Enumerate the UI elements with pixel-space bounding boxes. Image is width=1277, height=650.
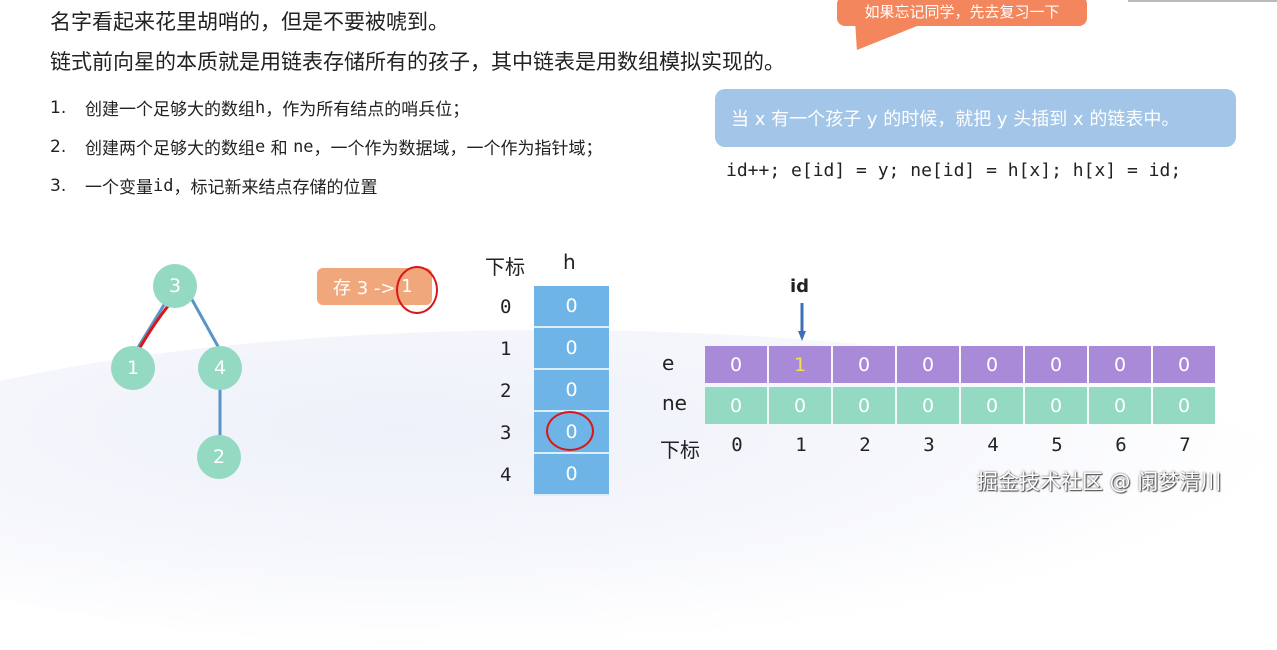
step-number: 1. [50, 97, 67, 118]
top-edge-bar [1128, 0, 1277, 2]
e-cell: 0 [833, 346, 895, 383]
store-tag-prefix: 存 3 -> [333, 277, 402, 299]
tree-node: 4 [198, 346, 242, 390]
speech-bubble: 如果忘记同学，先去复习一下 [837, 0, 1087, 26]
array-index: 4 [987, 434, 999, 456]
step-number: 2. [50, 136, 67, 157]
step-code: id [153, 175, 174, 196]
tree-diagram: 3 1 4 2 [100, 260, 280, 490]
e-label: e [662, 351, 675, 375]
ne-cell: 0 [961, 387, 1023, 424]
h-array-header: h [563, 250, 576, 274]
h-index: 0 [500, 296, 512, 318]
step-3: 3. 一个变量 id ，标记新来结点存储的位置 [50, 166, 603, 205]
step-code: h [255, 97, 266, 118]
steps-list: 1. 创建一个足够大的数组 h ，作为所有结点的哨兵位； 2. 创建两个足够大的… [50, 88, 603, 205]
step-1: 1. 创建一个足够大的数组 h ，作为所有结点的哨兵位； [50, 88, 603, 127]
red-circle-annotation [546, 411, 594, 451]
watermark: 掘金技术社区 @ 阑梦清川 [977, 470, 1222, 494]
e-array: 0 1 0 0 0 0 0 0 [705, 346, 1217, 383]
array-index-row: 0 1 2 3 4 5 6 7 [705, 434, 1217, 456]
ne-label: ne [662, 391, 687, 415]
e-cell: 0 [1089, 346, 1151, 383]
h-index: 1 [500, 338, 512, 360]
h-index-header: 下标 [485, 255, 525, 279]
e-cell: 0 [1025, 346, 1087, 383]
array-index: 7 [1179, 434, 1191, 456]
array-index: 5 [1051, 434, 1063, 456]
intro-line: 名字看起来花里胡哨的，但是不要被唬到。 [50, 10, 449, 34]
code-line: id++; e[id] = y; ne[id] = h[x]; h[x] = i… [726, 160, 1182, 181]
h-index: 2 [500, 380, 512, 402]
speech-bubble-tail [844, 22, 928, 50]
step-text: 一个变量 [85, 178, 153, 198]
h-cell: 0 [534, 454, 609, 496]
array-index: 6 [1115, 434, 1127, 456]
red-circle-annotation [396, 266, 438, 314]
ne-array: 0 0 0 0 0 0 0 0 [705, 387, 1217, 424]
step-text: 和 [265, 139, 294, 159]
h-array: 0 0 0 0 0 [534, 286, 609, 496]
index-label: 下标 [660, 438, 700, 462]
h-index: 3 [500, 422, 512, 444]
h-cell: 0 [534, 370, 609, 412]
array-index: 2 [859, 434, 871, 456]
ne-cell: 0 [705, 387, 767, 424]
step-code: ne [293, 136, 314, 157]
step-text: 创建一个足够大的数组 [85, 100, 255, 120]
h-index-column: 0 1 2 3 4 [500, 286, 511, 496]
e-cell: 0 [961, 346, 1023, 383]
down-arrow-icon [798, 303, 806, 347]
e-cell: 0 [1153, 346, 1215, 383]
tree-node: 2 [197, 435, 241, 479]
ne-cell: 0 [1025, 387, 1087, 424]
ne-cell: 0 [1153, 387, 1215, 424]
ne-cell: 0 [897, 387, 959, 424]
tree-node: 1 [111, 346, 155, 390]
info-box: 当 x 有一个孩子 y 的时候，就把 y 头插到 x 的链表中。 [715, 89, 1236, 147]
h-index: 4 [500, 464, 512, 486]
array-index: 0 [731, 434, 743, 456]
definition-line: 链式前向星的本质就是用链表存储所有的孩子，其中链表是用数组模拟实现的。 [50, 50, 785, 74]
step-code: e [255, 136, 266, 157]
array-index: 3 [923, 434, 935, 456]
step-text: ，作为所有结点的哨兵位； [265, 100, 470, 120]
tree-node: 3 [153, 264, 197, 308]
h-cell: 0 [534, 328, 609, 370]
step-text: ，一个作为数据域，一个作为指针域； [313, 139, 603, 159]
step-2: 2. 创建两个足够大的数组 e 和 ne ，一个作为数据域，一个作为指针域； [50, 127, 603, 166]
id-pointer-label: id [790, 276, 810, 297]
ne-cell: 0 [769, 387, 831, 424]
e-cell-highlighted: 1 [769, 346, 831, 383]
step-text: ，标记新来结点存储的位置 [173, 178, 378, 198]
array-index: 1 [795, 434, 807, 456]
step-number: 3. [50, 175, 67, 196]
step-text: 创建两个足够大的数组 [85, 139, 255, 159]
e-cell: 0 [897, 346, 959, 383]
e-cell: 0 [705, 346, 767, 383]
ne-cell: 0 [1089, 387, 1151, 424]
h-cell: 0 [534, 286, 609, 328]
ne-cell: 0 [833, 387, 895, 424]
